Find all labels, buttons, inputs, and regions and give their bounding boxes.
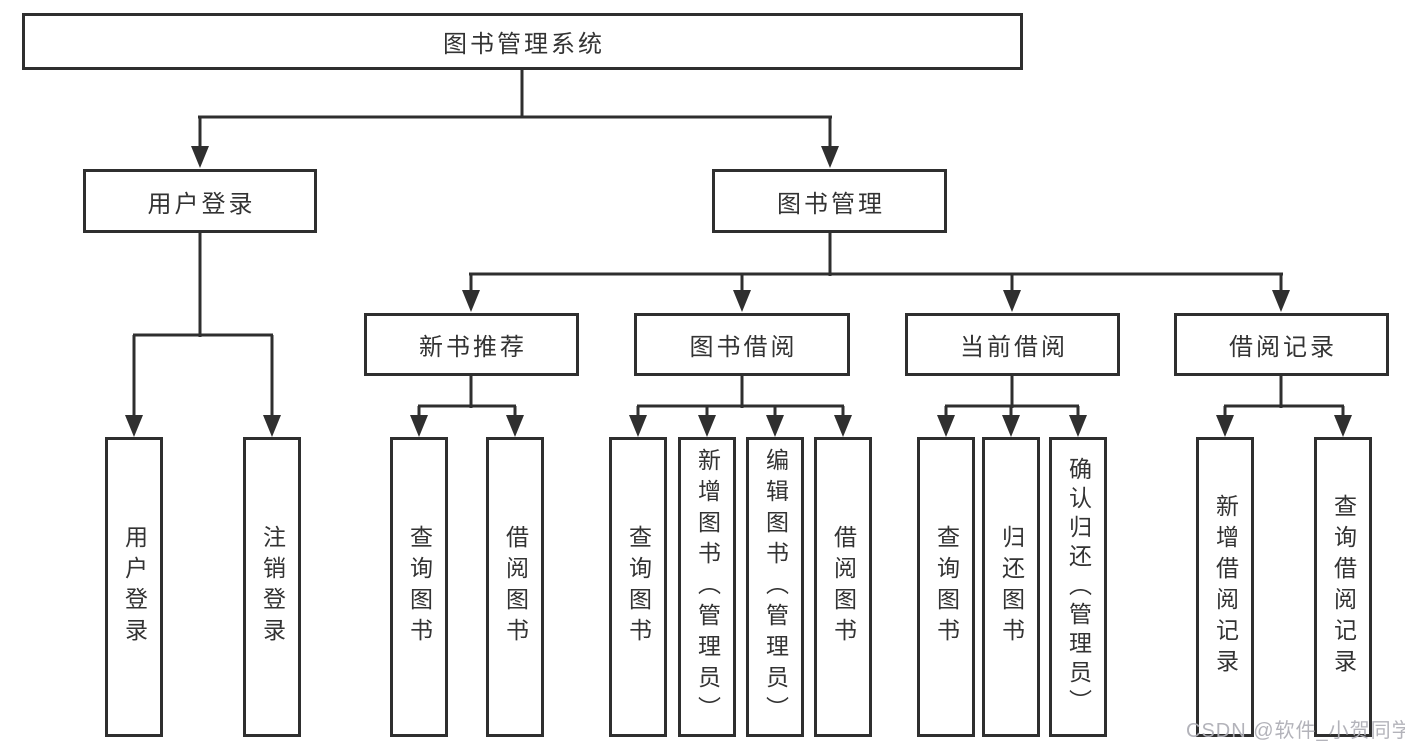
leaf-records-add-record: 新增借阅记录 (1196, 437, 1254, 737)
node-new-book-recommend-label: 新书推荐 (419, 334, 527, 361)
node-book-management-label: 图书管理 (777, 190, 885, 218)
node-book-management: 图书管理 (712, 169, 947, 233)
leaf-borrow-add-book-admin: 新增图书（管理员） (678, 437, 736, 737)
node-user-login: 用户登录 (83, 169, 317, 233)
leaf-current-query-book-label: 查询图书 (933, 525, 960, 649)
csdn-watermark: CSDN @软件_小贺同学 (1186, 720, 1405, 742)
node-root: 图书管理系统 (22, 13, 1023, 70)
leaf-newbook-borrow-book-label: 借阅图书 (502, 525, 529, 649)
node-user-login-label: 用户登录 (147, 190, 256, 218)
node-new-book-recommend: 新书推荐 (364, 313, 579, 376)
leaf-borrow-query-book: 查询图书 (609, 437, 667, 737)
leaf-user-login: 用户登录 (105, 437, 163, 737)
leaf-current-return-book-label: 归还图书 (998, 525, 1025, 649)
leaf-current-return-book: 归还图书 (982, 437, 1040, 737)
leaf-current-confirm-return-admin-label: 确认归还（管理员） (1065, 456, 1092, 718)
leaf-current-confirm-return-admin: 确认归还（管理员） (1049, 437, 1107, 737)
leaf-records-query-record-label: 查询借阅记录 (1330, 494, 1357, 680)
leaf-borrow-edit-book-admin: 编辑图书（管理员） (746, 437, 804, 737)
leaf-newbook-query-book-label: 查询图书 (406, 525, 433, 649)
leaf-user-login-label: 用户登录 (121, 525, 148, 649)
node-root-label: 图书管理系统 (443, 31, 605, 58)
node-book-borrow: 图书借阅 (634, 313, 850, 376)
leaf-borrow-borrow-book: 借阅图书 (814, 437, 872, 737)
leaf-current-query-book: 查询图书 (917, 437, 975, 737)
leaf-newbook-borrow-book: 借阅图书 (486, 437, 544, 737)
leaf-records-query-record: 查询借阅记录 (1314, 437, 1372, 737)
arrowhead-icons (125, 146, 1352, 437)
leaf-borrow-edit-book-admin-label: 编辑图书（管理员） (762, 447, 789, 727)
leaf-records-add-record-label: 新增借阅记录 (1212, 494, 1239, 680)
node-current-borrow: 当前借阅 (905, 313, 1120, 376)
connector-lines (132, 70, 1345, 418)
leaf-borrow-add-book-admin-label: 新增图书（管理员） (694, 447, 721, 727)
node-current-borrow-label: 当前借阅 (960, 334, 1068, 361)
node-book-borrow-label: 图书借阅 (689, 334, 798, 361)
leaf-borrow-query-book-label: 查询图书 (625, 525, 652, 649)
leaf-borrow-borrow-book-label: 借阅图书 (830, 525, 857, 649)
leaf-logout: 注销登录 (243, 437, 301, 737)
leaf-newbook-query-book: 查询图书 (390, 437, 448, 737)
node-borrow-records: 借阅记录 (1174, 313, 1389, 376)
node-borrow-records-label: 借阅记录 (1229, 334, 1337, 361)
leaf-logout-label: 注销登录 (259, 525, 286, 649)
